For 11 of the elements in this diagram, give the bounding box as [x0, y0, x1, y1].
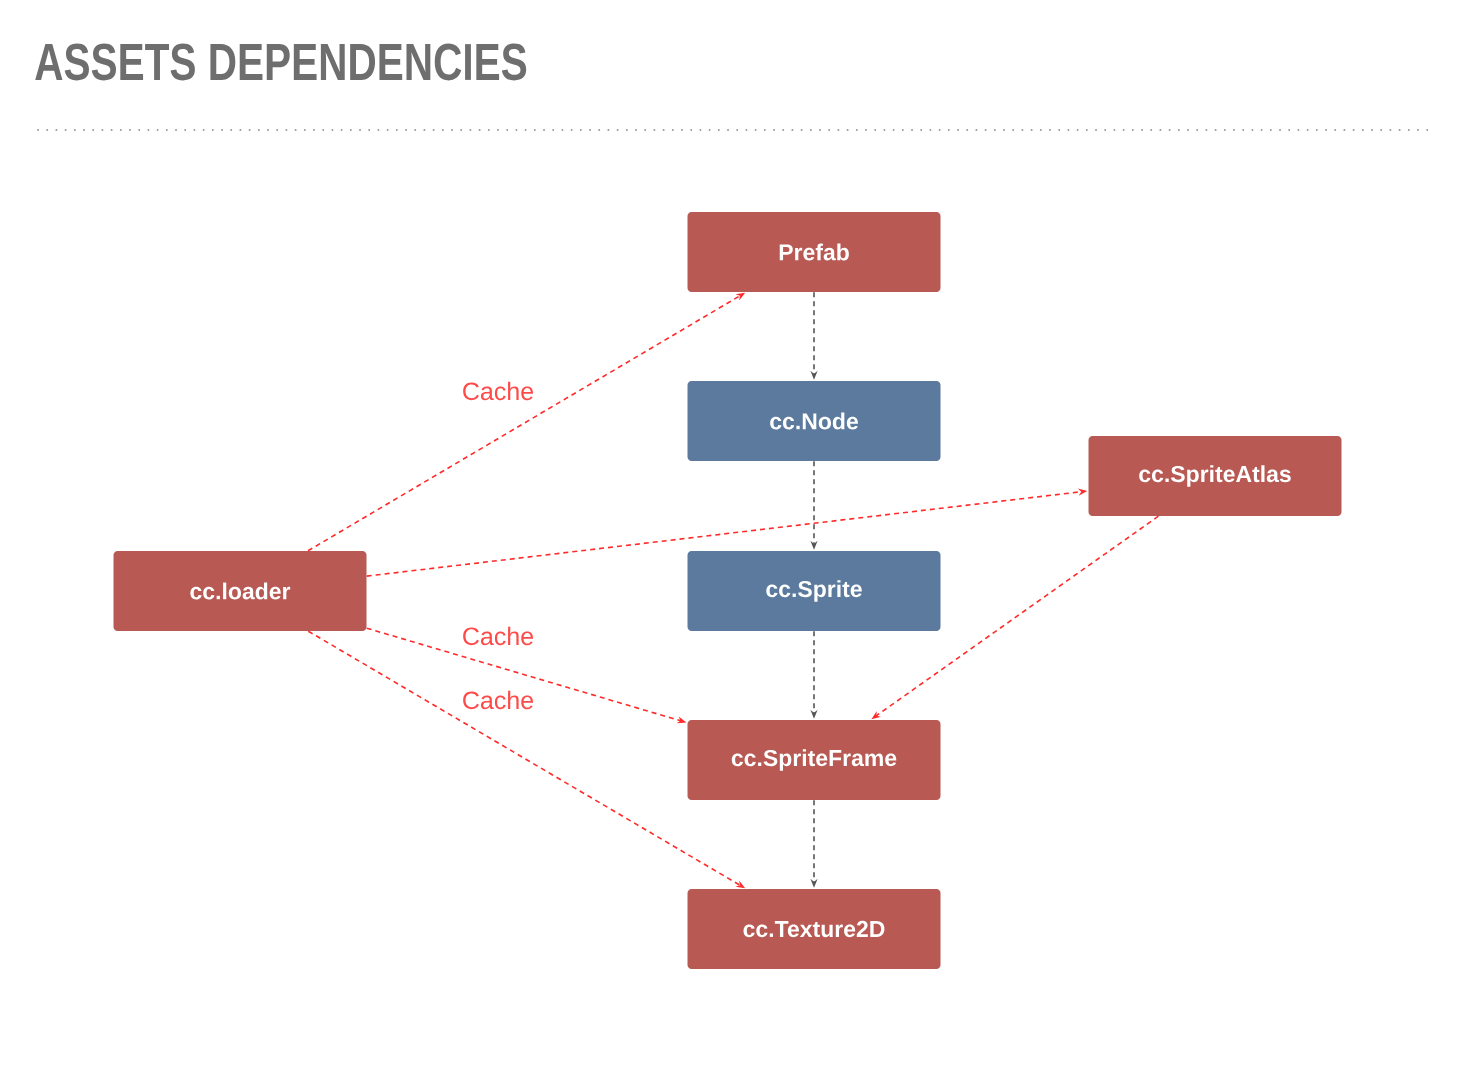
class-box: cc.Texture2D: [687, 889, 941, 969]
class-box: cc.SpriteFrame: [687, 720, 941, 800]
edge-label: Cache: [460, 689, 536, 711]
class-box: cc.Sprite: [687, 551, 941, 631]
class-box: Prefab: [687, 212, 941, 292]
title: ASSETS DEPENDENCIES: [35, 43, 527, 81]
class-box: cc.SpriteAtlas: [1088, 436, 1342, 516]
edge-label: Cache: [460, 625, 536, 647]
class-box: cc.loader: [113, 551, 367, 631]
class-box: cc.Node: [687, 381, 941, 461]
edge-label: Cache: [460, 380, 536, 402]
